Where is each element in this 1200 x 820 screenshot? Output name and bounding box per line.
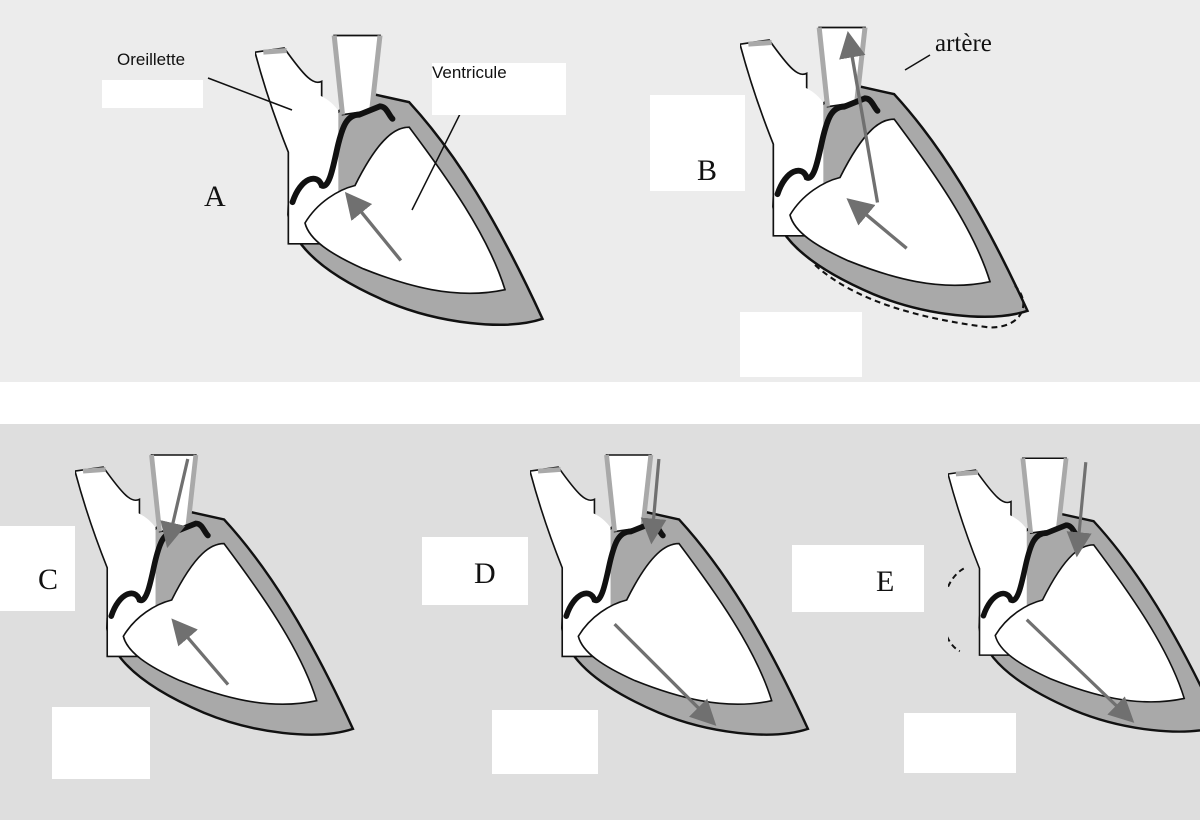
panel-letter-a: A [204, 180, 226, 214]
label-artere: artère [935, 30, 992, 58]
label-ventricule: Ventricule [432, 63, 507, 83]
panel-letter-c: C [38, 563, 58, 597]
panel-letter-e: E [876, 565, 894, 599]
label-oreillette: Oreillette [117, 50, 185, 70]
blank-box-c-bottom [52, 707, 150, 779]
blank-box-e-side [792, 545, 924, 612]
blank-box-e-bottom [904, 713, 1016, 773]
panel-letter-b: B [697, 154, 717, 188]
blank-box-b-bottom [740, 312, 862, 377]
blank-box-a-oreillette [102, 80, 203, 108]
panel-letter-d: D [474, 557, 496, 591]
blank-box-d-bottom [492, 710, 598, 774]
